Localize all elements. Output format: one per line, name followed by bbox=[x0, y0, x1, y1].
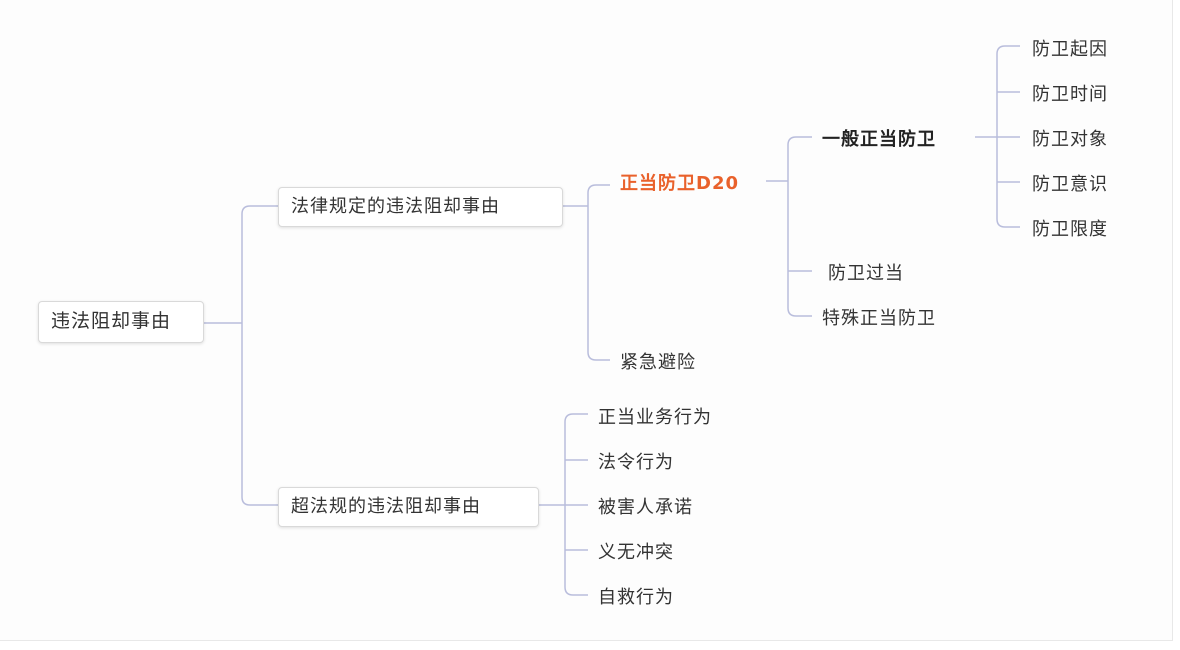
defense-item: 防卫意识 bbox=[1032, 174, 1108, 195]
necessity-node: 紧急避险 bbox=[620, 352, 696, 373]
connector-extra-legal bbox=[539, 413, 588, 596]
defense-item: 防卫对象 bbox=[1032, 129, 1108, 150]
special-self-defense-node: 特殊正当防卫 bbox=[822, 308, 936, 329]
defense-item: 防卫起因 bbox=[1032, 39, 1108, 60]
extra-legal-item: 法令行为 bbox=[598, 452, 674, 473]
defense-item: 防卫限度 bbox=[1032, 219, 1108, 240]
extra-legal-item: 义无冲突 bbox=[598, 542, 674, 563]
legal-justification-node: 法律规定的违法阻却事由 bbox=[278, 187, 563, 227]
root-node: 违法阻却事由 bbox=[38, 301, 204, 343]
defense-item: 防卫时间 bbox=[1032, 84, 1108, 105]
connector-lines bbox=[204, 45, 1020, 596]
excessive-defense-node: 防卫过当 bbox=[828, 263, 904, 284]
extra-legal-item: 自救行为 bbox=[598, 587, 674, 608]
self-defense-node: 正当防卫D20 bbox=[620, 173, 739, 194]
connector-root bbox=[204, 205, 278, 506]
connector-self-defense bbox=[766, 136, 812, 317]
connector-legal bbox=[563, 184, 610, 361]
extra-legal-item: 被害人承诺 bbox=[598, 497, 693, 518]
extra-legal-justification-node: 超法规的违法阻却事由 bbox=[278, 487, 539, 527]
connector-general bbox=[975, 45, 1020, 228]
extra-legal-item: 正当业务行为 bbox=[598, 407, 712, 428]
general-self-defense-node: 一般正当防卫 bbox=[822, 129, 936, 150]
